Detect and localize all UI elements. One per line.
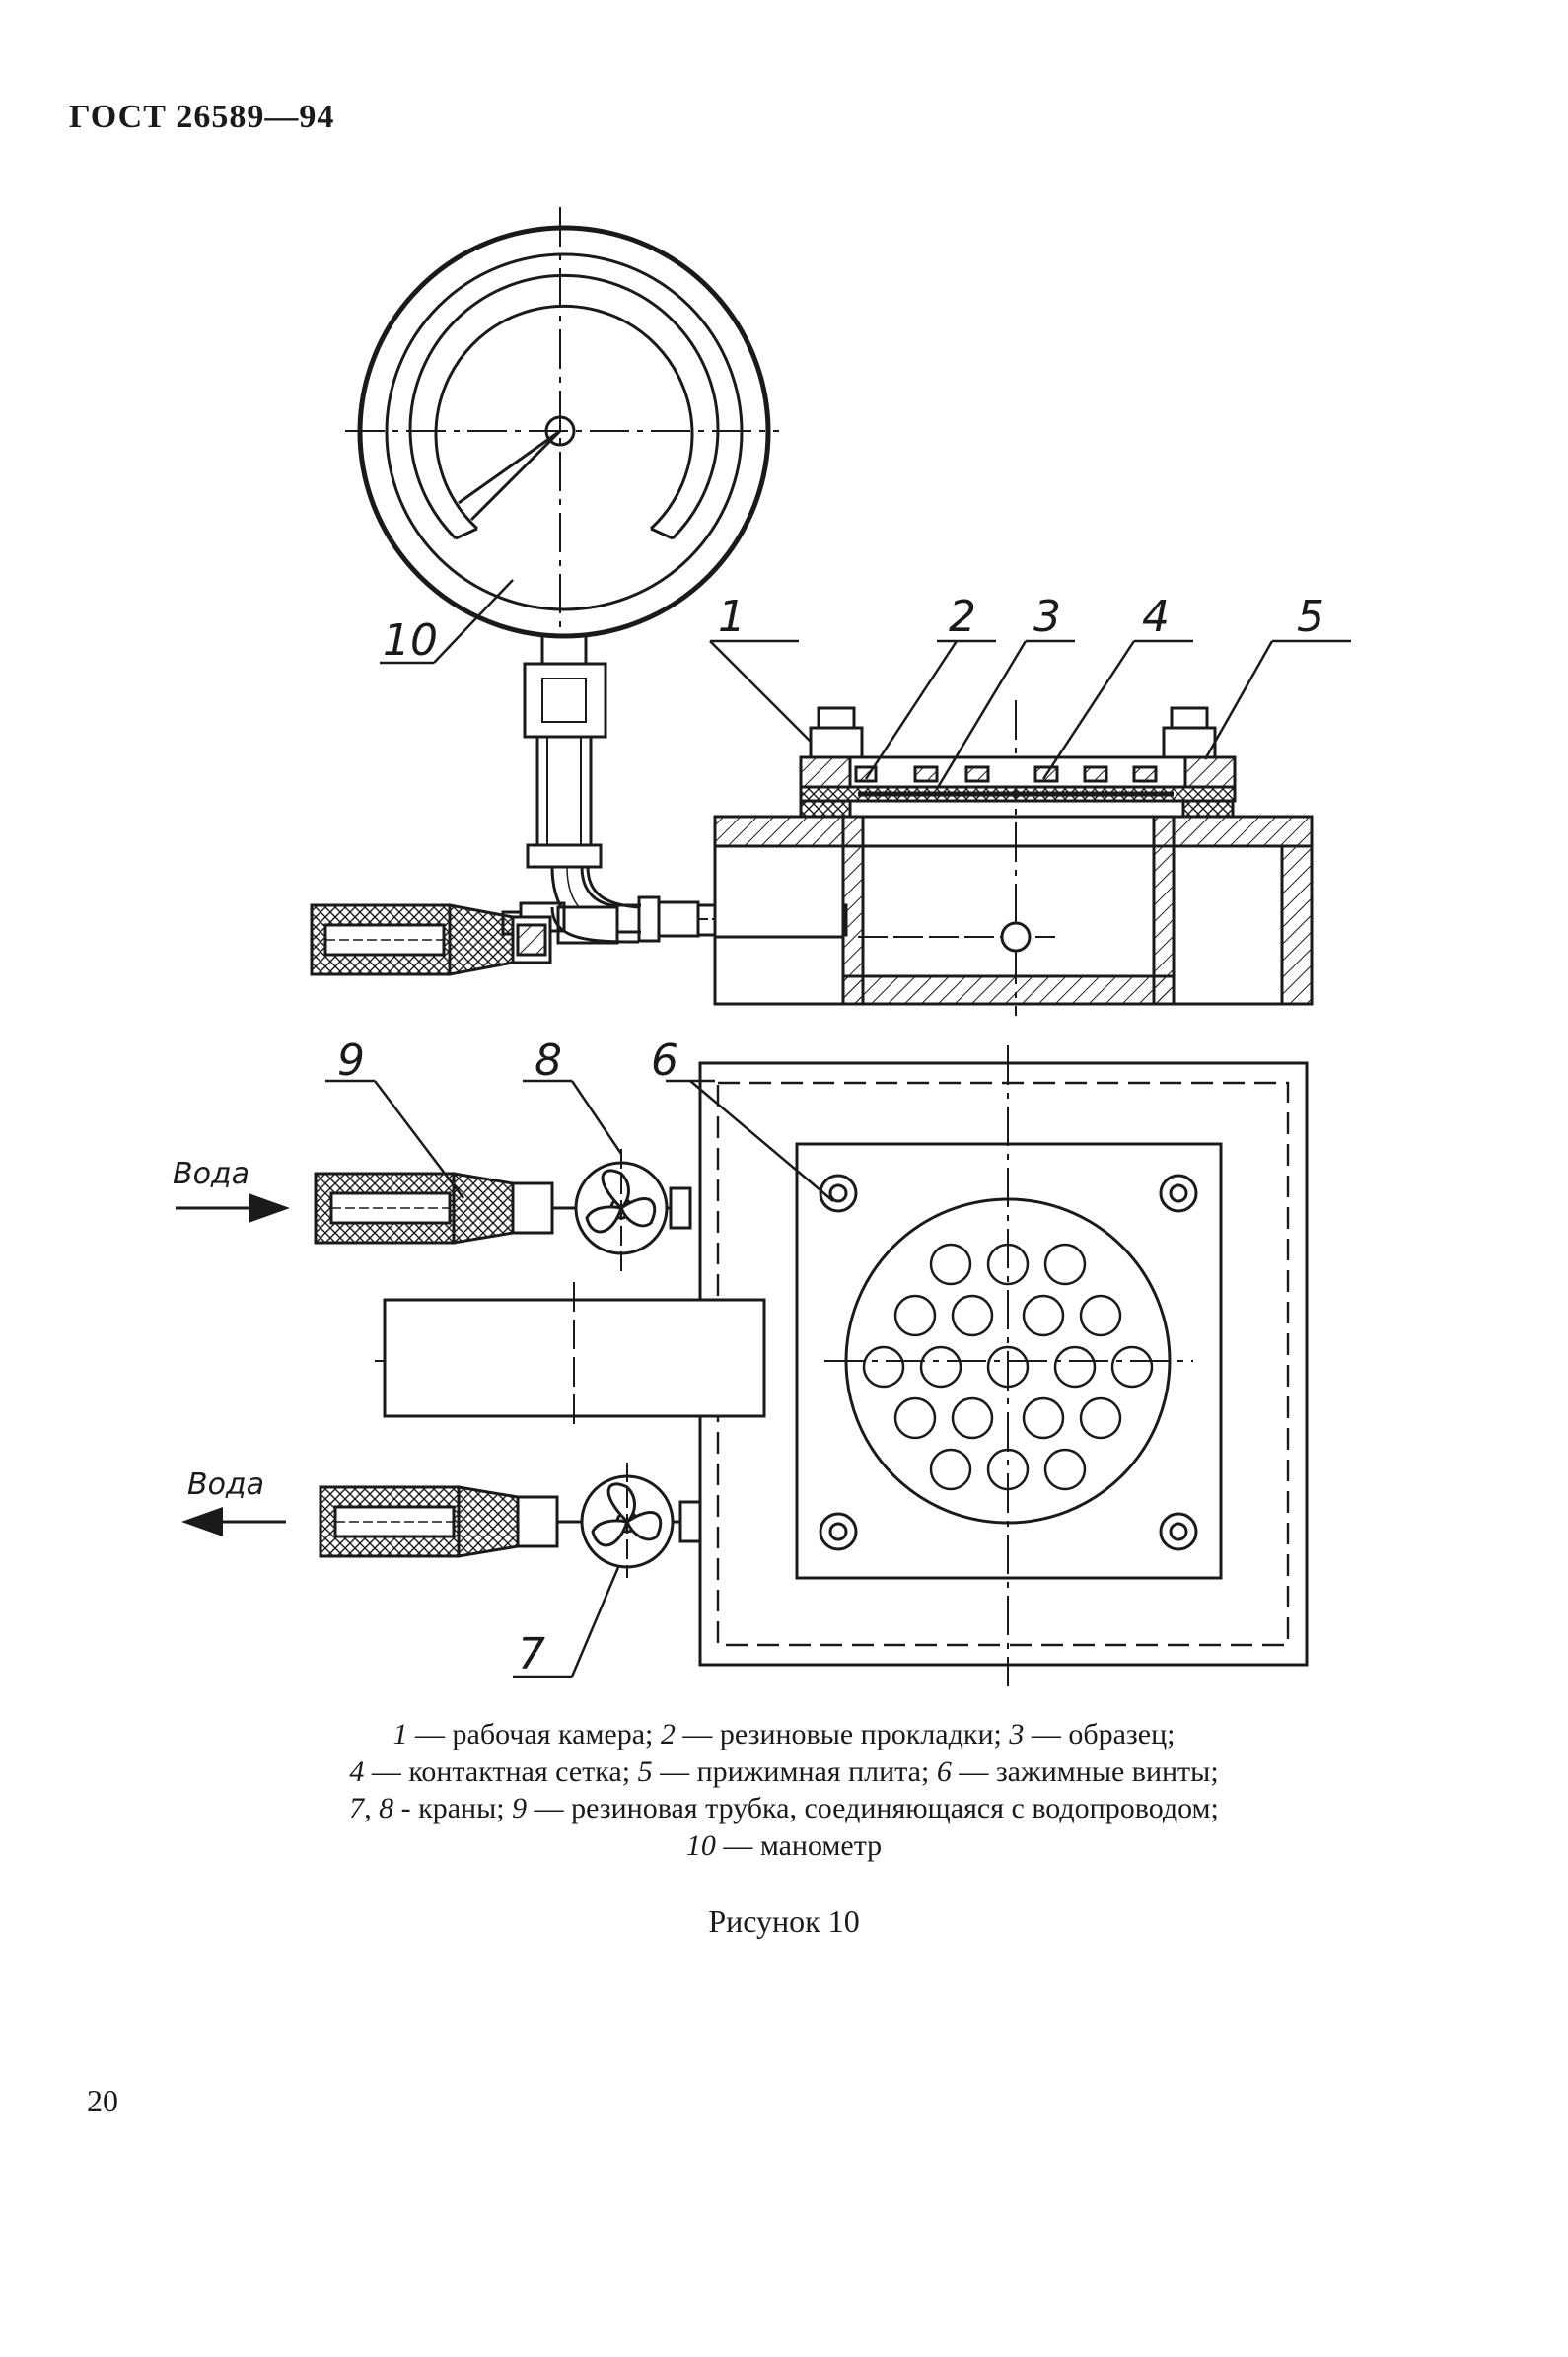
clamping-screws xyxy=(819,1174,1198,1551)
water-in-label: Вода xyxy=(173,1157,249,1191)
callout-8: 8 xyxy=(535,1036,562,1086)
callout-4: 4 xyxy=(1142,592,1170,642)
hose-upper xyxy=(310,903,552,976)
legend-line-3: 7, 8 - краны; 9 — резиновая трубка, соед… xyxy=(349,1792,1219,1824)
contact-grid-holes xyxy=(862,1243,1154,1491)
legend-line-4: 10 — манометр xyxy=(685,1828,883,1862)
chamber-section xyxy=(713,700,1314,1016)
callout-7: 7 xyxy=(518,1629,545,1679)
callout-3: 3 xyxy=(1033,592,1061,642)
page-header: ГОСТ 26589—94 xyxy=(69,99,335,135)
callout-1: 1 xyxy=(718,592,746,642)
plan-view xyxy=(375,1045,1309,1686)
technical-drawing: 1 2 3 4 5 6 7 8 9 10 Вода Вода xyxy=(173,207,1351,1686)
figure-title: Рисунок 10 xyxy=(708,1903,860,1939)
callout-6: 6 xyxy=(651,1036,678,1086)
flow-arrows xyxy=(176,1193,290,1536)
callout-9: 9 xyxy=(337,1036,365,1086)
valve-inlet xyxy=(314,1149,692,1272)
valve-outlet xyxy=(319,1463,702,1578)
legend-line-2: 4 — контактная сетка; 5 — прижимная плит… xyxy=(349,1754,1219,1788)
callout-5: 5 xyxy=(1297,592,1324,642)
callout-2: 2 xyxy=(949,592,976,642)
callout-10: 10 xyxy=(383,615,438,666)
manometer xyxy=(345,207,779,869)
water-out-label: Вода xyxy=(187,1467,264,1502)
callout-leaders xyxy=(325,579,1351,1678)
page-number: 20 xyxy=(87,2083,118,2118)
figure-legend: 1 — рабочая камера; 2 — резиновые прокла… xyxy=(158,1716,1410,1864)
legend-line-1: 1 — рабочая камера; 2 — резиновые прокла… xyxy=(392,1718,1176,1750)
